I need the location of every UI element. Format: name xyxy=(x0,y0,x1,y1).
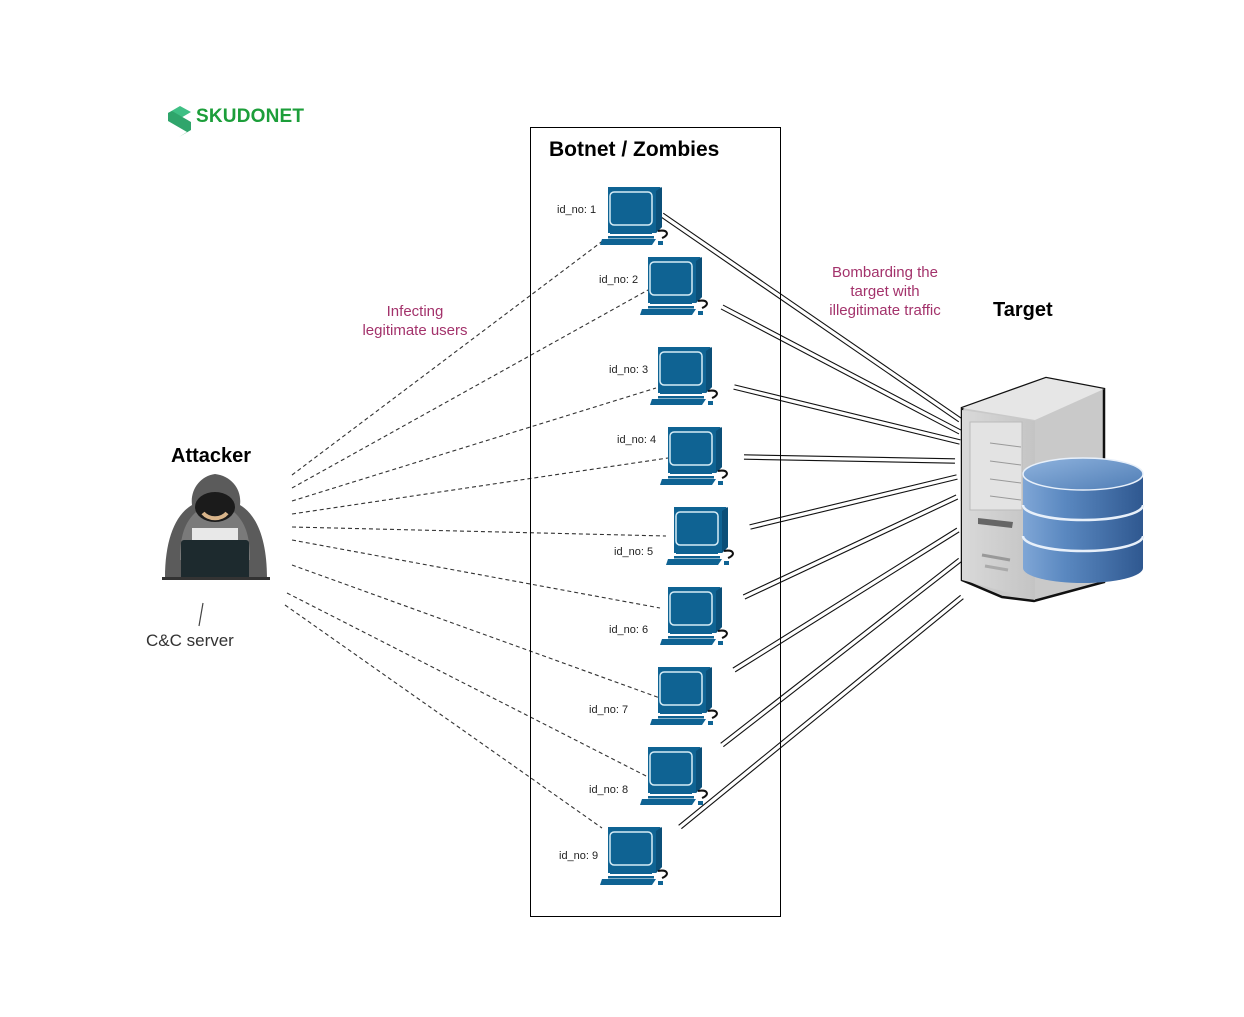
zombie-computer-icon-1 xyxy=(600,187,668,245)
logo-text: SKUDONET xyxy=(196,106,305,127)
attacker-title: Attacker xyxy=(171,445,252,467)
attack-link-5 xyxy=(749,474,958,530)
zombie-label-6: id_no: 6 xyxy=(609,624,649,636)
zombie-computer-icon-3 xyxy=(650,347,718,405)
infection-link-1 xyxy=(291,239,605,476)
bombarding-line-2: target with xyxy=(850,283,920,300)
skudonet-logo-icon xyxy=(168,106,191,137)
attack-link-8 xyxy=(720,557,962,748)
bombarding-line-1: Bombarding the xyxy=(832,264,938,281)
attack-link-2 xyxy=(720,304,962,435)
attack-link-1 xyxy=(660,212,962,423)
infection-link-7 xyxy=(291,564,661,699)
logo: SKUDONET xyxy=(166,106,304,128)
zombie-computer-icon-9 xyxy=(600,827,668,885)
infection-link-4 xyxy=(291,457,669,515)
zombie-label-3: id_no: 3 xyxy=(609,364,649,376)
infection-link-5 xyxy=(291,526,667,537)
bombarding-annotation: Bombarding the target with illegitimate … xyxy=(810,263,960,320)
infecting-line-1: Infecting xyxy=(386,303,444,320)
zombie-label-4: id_no: 4 xyxy=(617,434,657,446)
attacker-icon xyxy=(162,474,270,627)
zombie-label-2: id_no: 2 xyxy=(599,274,639,286)
attack-link-4 xyxy=(743,454,956,464)
zombie-computers xyxy=(600,187,734,885)
zombie-computer-icon-6 xyxy=(660,587,728,645)
infection-links xyxy=(284,239,669,829)
infection-link-2 xyxy=(291,289,649,489)
botnet-container xyxy=(530,127,781,917)
infecting-line-2: legitimate users xyxy=(362,322,468,339)
infection-link-9 xyxy=(284,604,603,829)
infection-link-3 xyxy=(291,387,657,502)
zombie-label-8: id_no: 8 xyxy=(589,784,629,796)
zombie-computer-icon-5 xyxy=(666,507,734,565)
cc-server-label: C&C server xyxy=(146,631,234,650)
database-icon xyxy=(1021,457,1145,583)
infection-link-6 xyxy=(291,539,661,609)
zombie-label-9: id_no: 9 xyxy=(559,850,599,862)
bombarding-line-3: illegitimate traffic xyxy=(829,302,941,319)
zombie-label-7: id_no: 7 xyxy=(589,704,629,716)
infecting-annotation: Infecting legitimate users xyxy=(340,302,490,340)
attack-link-3 xyxy=(733,384,961,445)
infection-link-8 xyxy=(286,592,651,779)
zombie-computer-icon-8 xyxy=(640,747,708,805)
attack-link-7 xyxy=(732,527,960,673)
zombie-computer-icon-2 xyxy=(640,257,708,315)
attack-link-9 xyxy=(678,594,964,830)
zombie-computer-icon-7 xyxy=(650,667,718,725)
zombie-label-5: id_no: 5 xyxy=(614,546,654,558)
target-title: Target xyxy=(993,299,1053,321)
zombie-computer-icon-4 xyxy=(660,427,728,485)
attack-links xyxy=(660,212,964,830)
botnet-title: Botnet / Zombies xyxy=(549,138,720,161)
zombie-label-1: id_no: 1 xyxy=(557,204,597,216)
